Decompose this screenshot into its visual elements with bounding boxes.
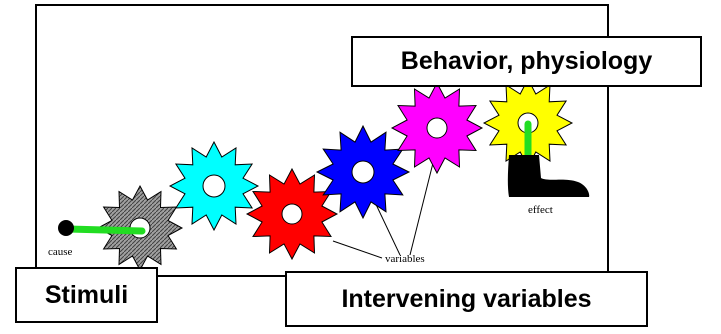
gear-cyan-hole [202,174,226,198]
leader-line-red [332,240,383,259]
intervening-variables-label: Intervening variables [285,271,648,327]
gear-magenta-hole [426,117,448,139]
behavior-physiology-label: Behavior, physiology [351,36,702,87]
gear-blue-hole [351,160,375,184]
leader-line-magenta [409,158,435,256]
boot-icon [507,155,590,197]
variables-label: variables [385,253,425,265]
cause-lever [64,225,146,235]
cause-label: cause [48,246,73,258]
gear-magenta [390,81,484,175]
gears-layer [96,77,574,272]
cause-knob [58,220,74,236]
effect-label: effect [528,204,553,216]
gear-cyan [168,140,260,232]
gear-red-hole [281,203,303,225]
stimuli-label: Stimuli [15,267,158,323]
